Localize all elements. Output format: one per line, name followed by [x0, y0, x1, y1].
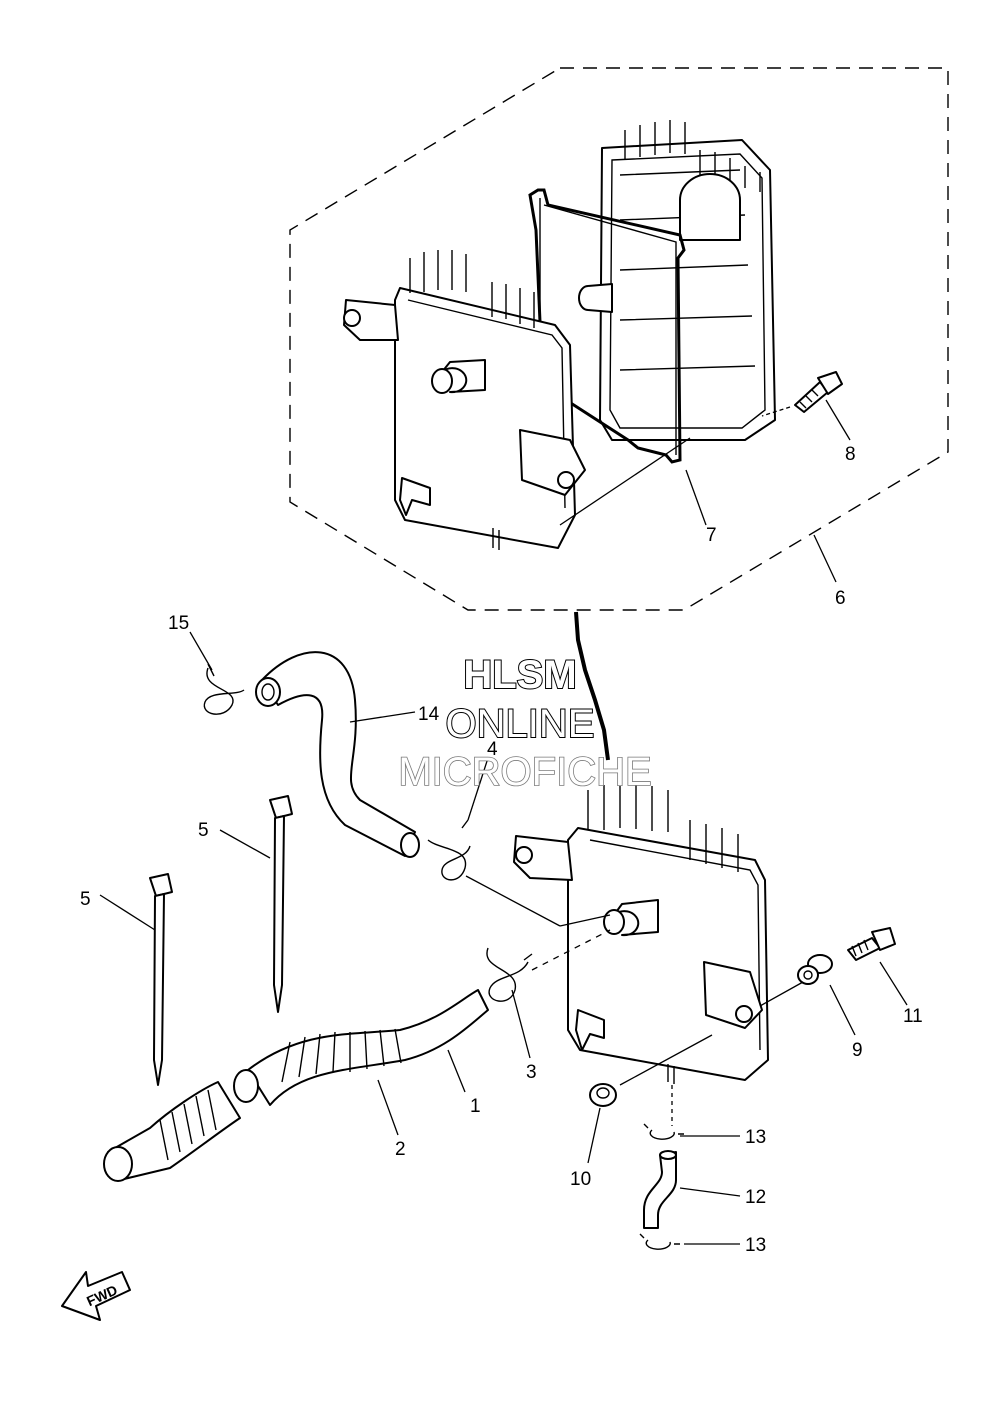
watermark-line-1: HLSM — [463, 653, 576, 697]
watermark-line-3: MICROFICHE — [398, 750, 651, 794]
callout-14: 14 — [418, 704, 440, 725]
clip-15 — [203, 663, 245, 715]
cover-body-upper — [343, 250, 586, 550]
callout-9: 9 — [852, 1040, 863, 1061]
callout-4: 4 — [487, 739, 498, 760]
cable-tie-left — [149, 873, 173, 1086]
callout-10: 10 — [570, 1169, 591, 1190]
clip-4 — [427, 819, 471, 881]
arrow-down-left-icon — [61, 1271, 131, 1321]
exhaust-cover-exploded — [578, 120, 776, 441]
collar-10 — [589, 1083, 617, 1107]
hose-14 — [255, 651, 420, 858]
bolt-11 — [847, 927, 896, 961]
callout-1: 1 — [470, 1096, 481, 1117]
callout-8: 8 — [845, 444, 856, 465]
callout-6: 6 — [835, 588, 846, 609]
callout-13b: 13 — [745, 1235, 766, 1256]
fwd-arrow: FWD — [61, 1271, 131, 1321]
assembly-link-line — [574, 611, 610, 761]
callout-5a: 5 — [80, 889, 91, 910]
grommet-9 — [797, 954, 833, 985]
watermark: HLSM ONLINE MICROFICHE — [398, 652, 653, 795]
callouts: 1 2 3 4 5 5 6 7 8 9 10 11 12 13 13 14 15 — [80, 444, 923, 1256]
callout-12: 12 — [745, 1187, 766, 1208]
leader-lines — [99, 399, 908, 1245]
hose-1 — [233, 989, 489, 1106]
cable-tie-right — [269, 795, 293, 1013]
hose-2 — [103, 1081, 241, 1182]
callout-3: 3 — [526, 1062, 537, 1083]
callout-2: 2 — [395, 1139, 406, 1160]
clip-13-upper — [643, 1123, 684, 1140]
callout-13a: 13 — [745, 1127, 766, 1148]
assembly-lines — [465, 406, 804, 1126]
clip-13-lower — [639, 1233, 680, 1250]
bolt-upper — [794, 371, 843, 413]
callout-7: 7 — [706, 525, 717, 546]
callout-5b: 5 — [198, 820, 209, 841]
callout-15: 15 — [168, 613, 189, 634]
watermark-line-2: ONLINE — [446, 702, 595, 746]
tube-12 — [643, 1150, 677, 1229]
callout-11: 11 — [903, 1006, 923, 1027]
gasket — [528, 188, 686, 464]
exhaust-cover-lower — [513, 782, 769, 1084]
assembly-boundary — [289, 67, 949, 611]
clip-3 — [486, 947, 533, 1002]
